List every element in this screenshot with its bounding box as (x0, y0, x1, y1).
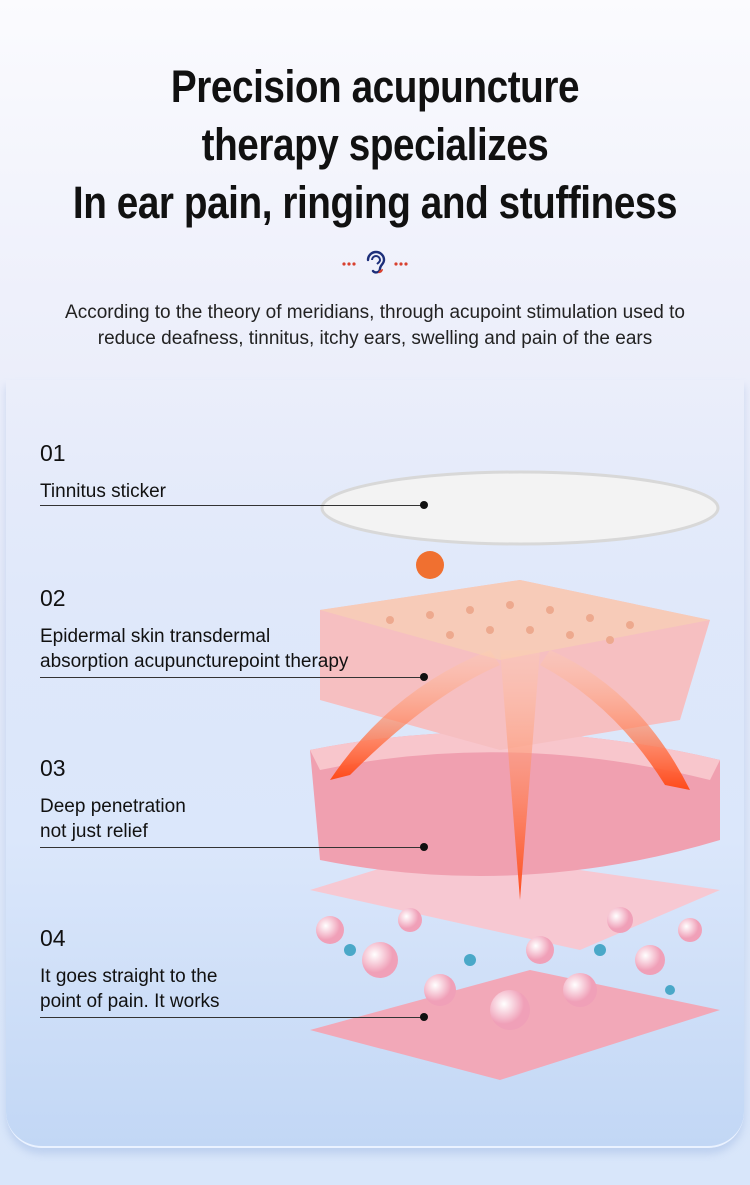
layer-number: 02 (40, 585, 66, 611)
title-line: therapy specializes (201, 119, 549, 170)
layer-number: 03 (40, 755, 66, 781)
intro-text: According to the theory of meridians, th… (0, 300, 750, 352)
layer-text: not just relief (40, 821, 148, 842)
layer-label-03: 03 Deep penetration not just relief (40, 755, 186, 844)
layer-text: Epidermal skin transdermal (40, 626, 271, 647)
layer-label-01: 01 Tinnitus sticker (40, 440, 166, 504)
layer-text: Tinnitus sticker (40, 481, 166, 502)
intro-line: reduce deafness, tinnitus, itchy ears, s… (97, 328, 653, 349)
layer-text: Deep penetration (40, 796, 186, 817)
ear-icon (342, 250, 408, 274)
leader-dot (420, 501, 428, 509)
title-line: Precision acupuncture (170, 61, 580, 112)
layer-text: It goes straight to the (40, 966, 218, 987)
layer-text: absorption acupuncturepoint therapy (40, 651, 349, 672)
intro-line: According to the theory of meridians, th… (65, 302, 685, 323)
layer-text: point of pain. It works (40, 991, 220, 1012)
leader-dot (420, 843, 428, 851)
layer-number: 01 (40, 440, 66, 466)
leader-dot (420, 673, 428, 681)
layer-label-04: 04 It goes straight to the point of pain… (40, 925, 220, 1014)
leader-dot (420, 1013, 428, 1021)
leader-line (40, 1017, 424, 1018)
leader-line (40, 677, 424, 678)
leader-line (40, 847, 424, 848)
leader-line (40, 505, 424, 506)
layer-number: 04 (40, 925, 66, 951)
layer-label-02: 02 Epidermal skin transdermal absorption… (40, 585, 348, 674)
title-line: In ear pain, ringing and stuffiness (72, 177, 678, 228)
skin-layers-illustration (310, 470, 720, 1080)
page-title: Precision acupuncture therapy specialize… (0, 58, 750, 232)
